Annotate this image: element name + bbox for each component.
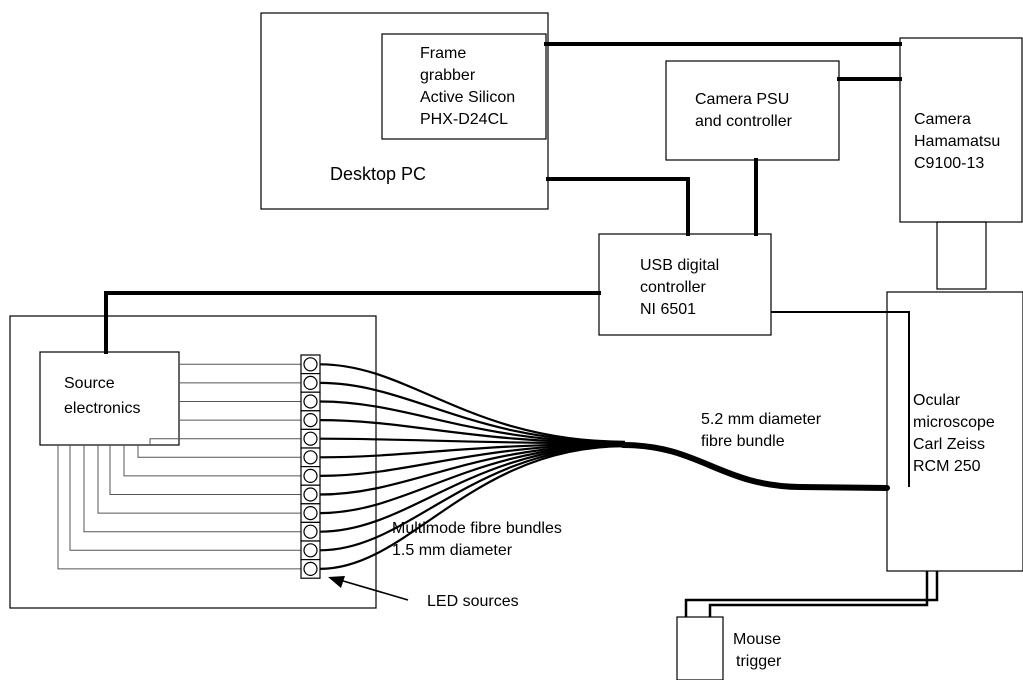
source-panel-box: [9, 315, 377, 609]
frame-grabber-label: Frame grabber Active Silicon PHX-D24CL: [420, 45, 520, 128]
led-wire: [109, 445, 301, 495]
led-source: [303, 450, 318, 465]
led-source: [303, 561, 318, 577]
led-source: [303, 357, 318, 372]
led-source: [303, 487, 318, 502]
electronics-led-wires: [57, 363, 301, 570]
camera-box: [899, 37, 1023, 223]
multimode-fibre: [319, 444, 626, 533]
microscope-box: [886, 291, 1023, 572]
multimode-fibre: [319, 442, 626, 459]
multimode-fibre: [319, 443, 626, 477]
multimode-fibre: [319, 363, 626, 443]
led-sources-arrowhead: [328, 576, 345, 588]
usb-controller-label: USB digital controller NI 6501: [640, 257, 724, 318]
mouse-trigger-box: [676, 616, 724, 680]
microscope-label: Ocular microscope Carl Zeiss RCM 250: [913, 392, 999, 475]
led-wire: [83, 445, 301, 533]
camera-label: Camera Hamamatsu C9100-13: [914, 111, 1005, 172]
led-source: [303, 394, 318, 409]
usb-source-cable: [104, 291, 601, 354]
pc-usb-cable: [546, 177, 690, 236]
camera-lens-box: [936, 221, 987, 290]
fibre-bundle-label: 5.2 mm diameter fibre bundle: [701, 411, 826, 450]
led-source: [303, 413, 318, 428]
led-wire: [69, 445, 301, 551]
led-wire: [97, 445, 301, 514]
led-source: [303, 524, 318, 539]
frame-grabber-box: [381, 33, 547, 140]
multimode-fibre: [319, 443, 626, 515]
usb-microscope-cable: [771, 311, 910, 487]
multimode-fibres-label: Multimode fibre bundles 1.5 mm diameter: [392, 520, 566, 559]
led-wire: [149, 438, 301, 445]
desktop-pc-box: [260, 12, 549, 210]
trigger-cable-inner: [708, 571, 929, 617]
led-sources-arrow: [332, 577, 409, 601]
multimode-fibre: [319, 400, 626, 444]
led-source: [303, 543, 318, 558]
led-sources-label: LED sources: [427, 593, 519, 610]
multimode-fibre: [319, 445, 626, 570]
camera-psu-box: [665, 60, 840, 161]
source-electronics-label: Source electronics: [64, 375, 140, 417]
main-fibre-bundle: [620, 442, 890, 491]
multimode-fibres: [319, 363, 626, 570]
multimode-fibre: [319, 437, 626, 445]
led-source: [303, 431, 318, 446]
desktop-pc-label: Desktop PC: [330, 164, 426, 184]
source-electronics-box: [39, 351, 180, 446]
camera-psu-label: Camera PSU and controller: [695, 91, 794, 130]
led-wire: [123, 445, 301, 477]
multimode-fibre: [319, 419, 626, 445]
multimode-fibre: [319, 381, 626, 444]
trigger-cable-outer: [684, 571, 939, 617]
led-source: [303, 505, 318, 521]
led-wire: [57, 445, 301, 570]
led-sources-column: [300, 354, 321, 579]
usb-controller-box: [598, 233, 772, 336]
led-source: [303, 375, 318, 390]
multimode-fibre: [319, 443, 626, 496]
multimode-fibre: [319, 444, 626, 552]
mouse-trigger-label: Mouse trigger: [733, 631, 785, 670]
led-wire: [137, 445, 301, 458]
led-source: [303, 468, 318, 483]
